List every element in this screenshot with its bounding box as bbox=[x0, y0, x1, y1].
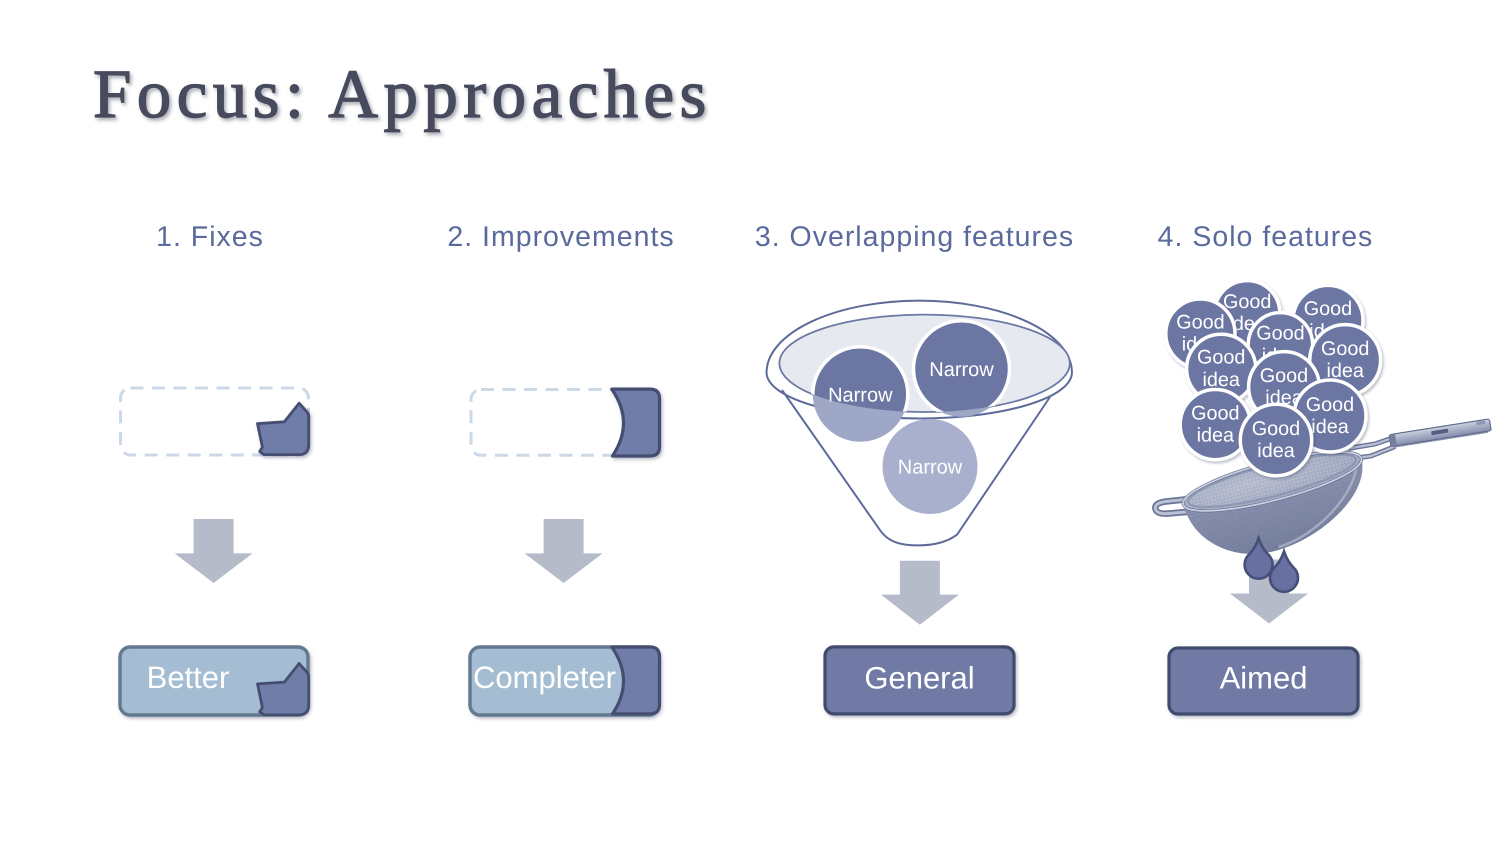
svg-text:idea: idea bbox=[1197, 425, 1234, 447]
svg-text:Narrow: Narrow bbox=[828, 385, 893, 407]
svg-text:Good: Good bbox=[1252, 418, 1300, 440]
svg-text:Focus: Approaches: Focus: Approaches bbox=[93, 56, 712, 132]
svg-text:General: General bbox=[864, 660, 974, 695]
svg-text:Good: Good bbox=[1321, 338, 1369, 360]
svg-text:4. Solo features: 4. Solo features bbox=[1158, 221, 1374, 253]
svg-text:Good: Good bbox=[1191, 402, 1239, 424]
svg-text:2. Improvements: 2. Improvements bbox=[447, 221, 674, 253]
svg-text:Good: Good bbox=[1223, 291, 1271, 313]
svg-text:3. Overlapping features: 3. Overlapping features bbox=[755, 221, 1074, 253]
svg-text:Narrow: Narrow bbox=[898, 457, 963, 479]
svg-text:Good: Good bbox=[1260, 365, 1308, 387]
svg-text:Better: Better bbox=[147, 660, 230, 695]
svg-text:Good: Good bbox=[1176, 311, 1224, 333]
svg-text:idea: idea bbox=[1326, 360, 1363, 382]
svg-text:Good: Good bbox=[1306, 394, 1354, 416]
svg-text:idea: idea bbox=[1257, 440, 1294, 462]
svg-text:Good: Good bbox=[1197, 347, 1245, 369]
svg-text:Completer: Completer bbox=[473, 660, 616, 695]
svg-text:Narrow: Narrow bbox=[929, 359, 994, 381]
svg-text:idea: idea bbox=[1311, 416, 1348, 438]
svg-text:1. Fixes: 1. Fixes bbox=[156, 221, 264, 253]
svg-text:idea: idea bbox=[1202, 369, 1239, 391]
svg-text:Good: Good bbox=[1256, 323, 1304, 345]
svg-text:Aimed: Aimed bbox=[1220, 660, 1308, 695]
svg-text:Good: Good bbox=[1304, 298, 1352, 320]
